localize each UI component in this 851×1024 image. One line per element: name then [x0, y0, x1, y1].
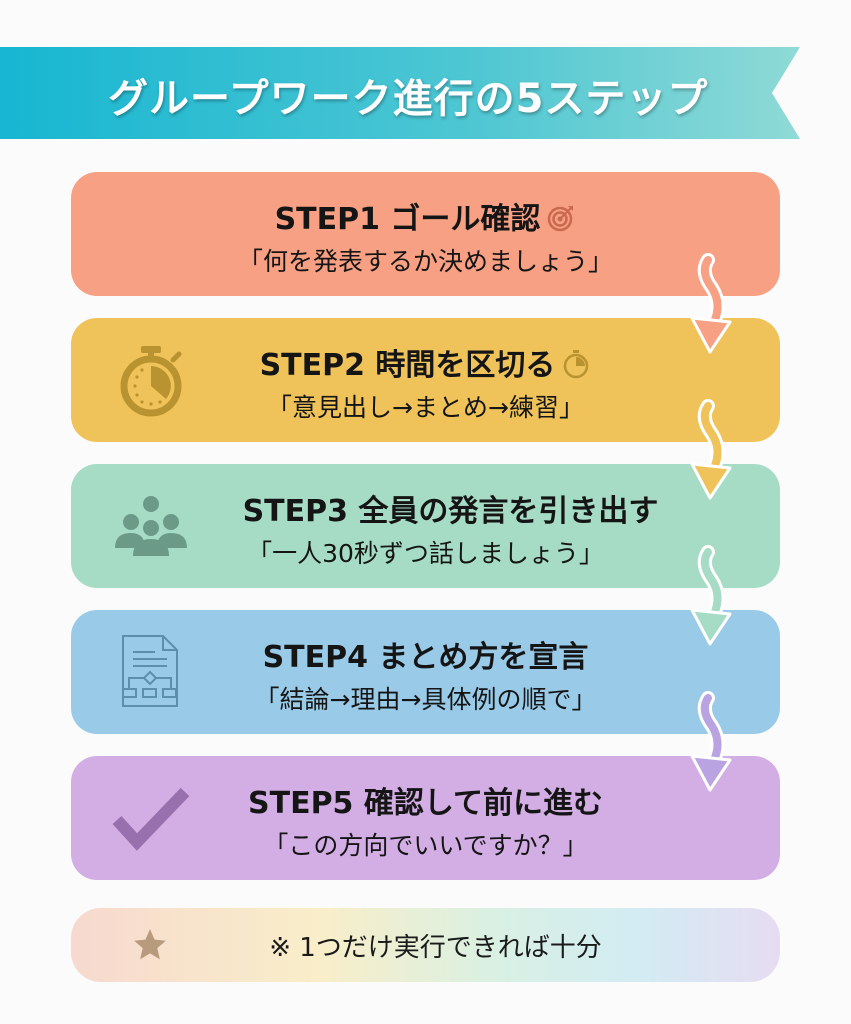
step-2-title: STEP2 時間を区切る: [71, 340, 780, 384]
star-icon: [134, 929, 166, 960]
title-banner: [0, 47, 800, 139]
checkmark-icon: [112, 787, 190, 851]
step-4-card: STEP4 まとめ方を宣言 「結論→理由→具体例の順で」: [71, 610, 780, 734]
step-4-subtitle: 「結論→理由→具体例の順で」: [254, 685, 597, 714]
step-1-title: STEP1 ゴール確認: [71, 194, 780, 238]
step-5-title: STEP5 確認して前に進む: [248, 786, 603, 821]
step-1-card: STEP1 ゴール確認 「何を発表するか決めましょう」: [71, 172, 780, 296]
step-3-card: STEP3 全員の発言を引き出す 「一人30秒ずつ話しましょう」: [71, 464, 780, 588]
stopwatch-small-icon: [564, 350, 589, 379]
group-icon: [115, 496, 187, 556]
step-5-card: STEP5 確認して前に進む 「この方向でいいですか？」: [71, 756, 780, 880]
step-4-title: STEP4 まとめ方を宣言: [262, 640, 589, 675]
arrow-down-icon: [690, 691, 732, 792]
step-5-subtitle: 「この方向でいいですか？」: [263, 831, 588, 860]
flowchart-document-icon: [122, 635, 178, 707]
step-3-title: STEP3 全員の発言を引き出す: [242, 494, 659, 529]
note-text: ※ 1つだけ実行できれば十分: [269, 933, 602, 963]
stopwatch-icon: [120, 346, 182, 417]
target-icon: [548, 206, 574, 232]
arrow-down-icon: [690, 399, 732, 500]
arrow-down-icon: [690, 253, 732, 354]
step-1-subtitle: 「何を発表するか決めましょう」: [237, 247, 613, 276]
step-2-card: STEP2 時間を区切る 「意見出し→まとめ→練習」: [71, 318, 780, 442]
page-title: グループワーク進行の5ステップ: [108, 76, 709, 122]
arrow-down-icon: [690, 545, 732, 646]
step-2-subtitle: 「意見出し→まとめ→練習」: [267, 393, 584, 422]
step-3-subtitle: 「一人30秒ずつ話しましょう」: [247, 539, 604, 568]
note-banner: ※ 1つだけ実行できれば十分: [71, 908, 780, 982]
